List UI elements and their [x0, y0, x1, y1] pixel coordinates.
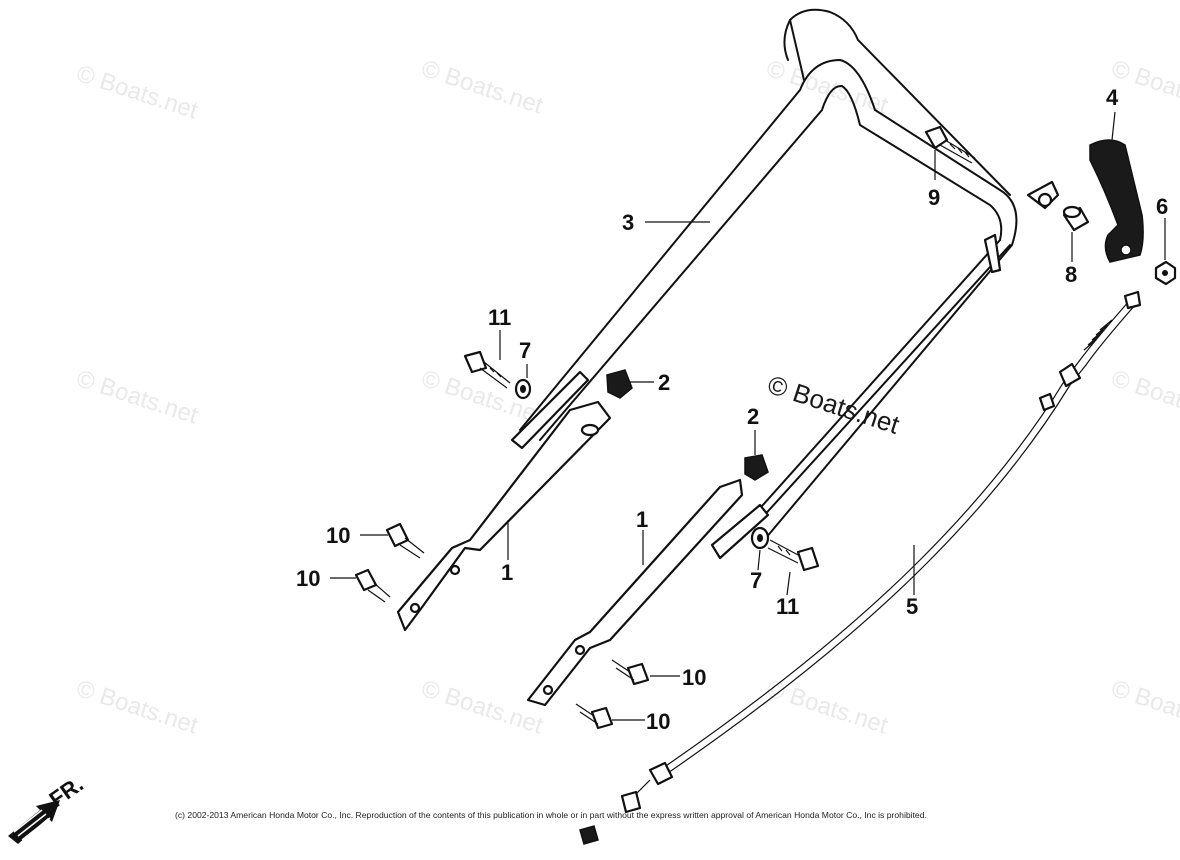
callout-2-left: 2	[658, 370, 670, 395]
watermark: © Boats.net	[1108, 365, 1180, 430]
bolt-10-b	[354, 568, 391, 603]
watermark: © Boats.net	[418, 55, 546, 120]
watermark-layer: © Boats.net © Boats.net © Boats.net © Bo…	[73, 55, 1180, 740]
watermark: © Boats.net	[1108, 675, 1180, 740]
watermark-center: © Boats.net	[764, 369, 904, 440]
callout-11-upper: 11	[488, 305, 511, 330]
collar	[1062, 205, 1090, 232]
callout-10-c: 10	[682, 665, 706, 690]
callout-1-left: 1	[501, 560, 513, 585]
clamp-left	[606, 369, 633, 399]
callout-labels: 3 4 6 8 9 11 7 2 2 10 10 1 1 10 10 7 11 …	[296, 85, 1168, 734]
bolt-left-upper	[463, 350, 532, 400]
front-arrow-icon: FR.	[8, 771, 88, 844]
watermark: © Boats.net	[73, 365, 201, 430]
callout-5: 5	[906, 594, 918, 619]
nut	[1154, 260, 1177, 286]
callout-8: 8	[1065, 262, 1077, 287]
lower-handle-right	[526, 478, 770, 707]
slot-bracket	[510, 370, 590, 450]
callout-11-lower: 11	[776, 594, 799, 619]
callout-3: 3	[622, 210, 634, 235]
callout-6: 6	[1156, 194, 1168, 219]
bolt-10-c	[611, 659, 650, 686]
watermark: © Boats.net	[418, 675, 546, 740]
callout-7-lower: 7	[750, 568, 762, 593]
watermark: © Boats.net	[1108, 55, 1180, 120]
copyright-notice: (c) 2002-2013 American Honda Motor Co., …	[175, 810, 927, 820]
clamp-right	[744, 454, 769, 481]
leader-lines	[330, 111, 1166, 721]
control-lever	[1089, 139, 1144, 263]
bolt-right-lower	[750, 526, 820, 572]
callout-2-right: 2	[747, 404, 759, 429]
lower-handle-left	[396, 400, 612, 632]
callout-10-a: 10	[326, 523, 350, 548]
watermark: © Boats.net	[763, 675, 891, 740]
callout-10-d: 10	[646, 709, 670, 734]
callout-1-right: 1	[636, 507, 648, 532]
bolt-10-a	[385, 522, 425, 559]
bolt-top	[924, 125, 976, 164]
throttle-cable	[579, 290, 1142, 845]
watermark: © Boats.net	[73, 60, 201, 125]
watermark: © Boats.net	[73, 675, 201, 740]
callout-9: 9	[928, 185, 940, 210]
handle-pipe	[519, 8, 1060, 546]
bolt-10-d	[575, 703, 614, 730]
callout-7-upper: 7	[519, 338, 531, 363]
callout-10-b: 10	[296, 566, 320, 591]
callout-4: 4	[1106, 85, 1119, 110]
